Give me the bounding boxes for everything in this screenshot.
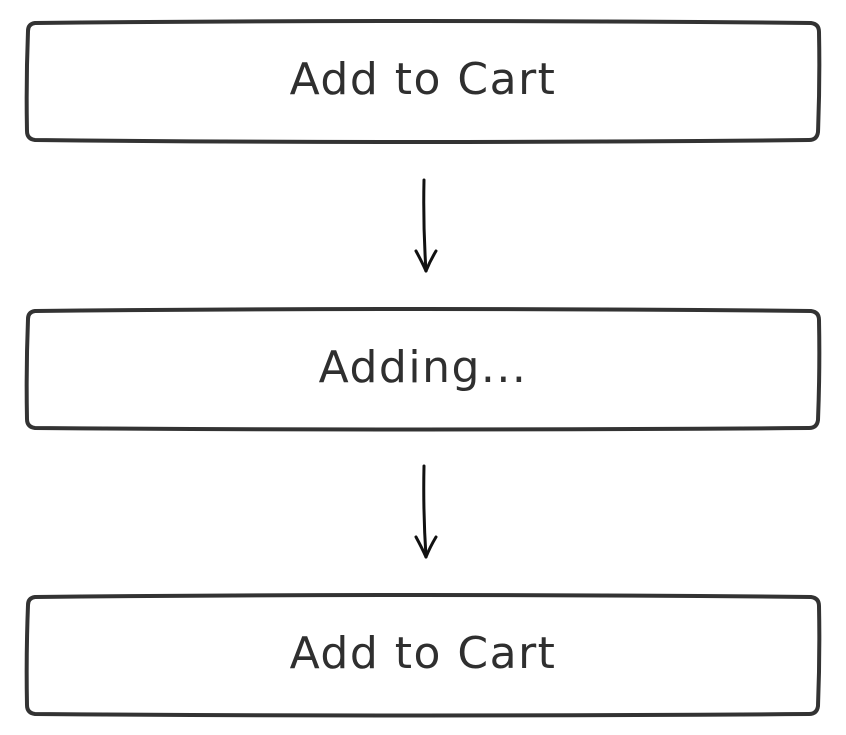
state-box-adding[interactable]: Adding... — [26, 310, 820, 427]
arrow-down-icon — [414, 178, 438, 273]
state-label: Adding... — [318, 341, 528, 393]
arrow-down-icon — [414, 464, 438, 559]
state-box-add-to-cart[interactable]: Add to Cart — [26, 22, 820, 139]
state-label: Add to Cart — [289, 53, 557, 105]
state-label: Add to Cart — [289, 627, 557, 679]
state-box-add-to-cart-final[interactable]: Add to Cart — [26, 596, 820, 713]
